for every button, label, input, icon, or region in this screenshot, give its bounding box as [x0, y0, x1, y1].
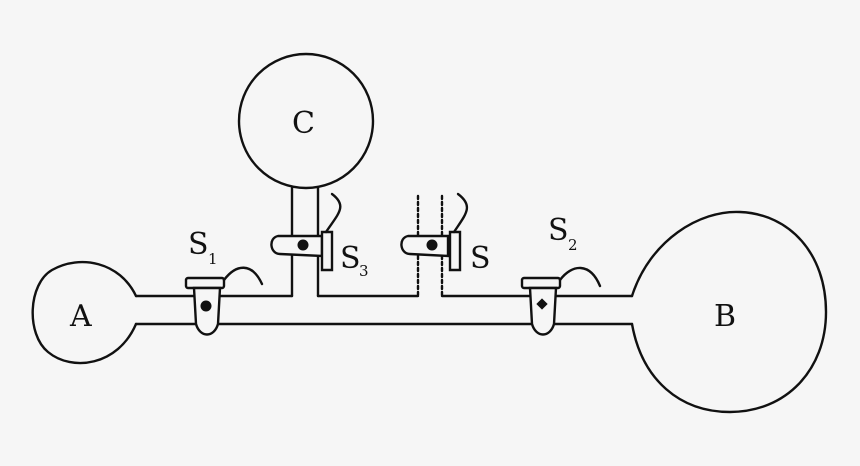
stopcock-s2-subscript: 2	[568, 236, 578, 254]
bulb-c-label: C	[292, 106, 315, 141]
stopcock-s1-label: S	[188, 227, 209, 262]
stopcock-s1: S 1	[184, 227, 264, 336]
stopcock-s-label: S	[470, 241, 491, 276]
bulb-a-label: A	[69, 299, 92, 334]
bulb-b: B	[630, 210, 828, 414]
stopcock-s3: S 3	[270, 192, 369, 280]
stopcock-s2-label: S	[548, 213, 569, 248]
stopcock-s3-label: S	[340, 241, 361, 276]
stopcock-s3-subscript: 3	[359, 262, 369, 280]
stopcock-s2: S 2	[520, 213, 602, 336]
bulb-a: A	[31, 260, 138, 365]
stopcock-s: S	[400, 192, 491, 276]
stopcock-s1-subscript: 1	[208, 250, 218, 268]
bulb-b-label: B	[714, 299, 736, 334]
